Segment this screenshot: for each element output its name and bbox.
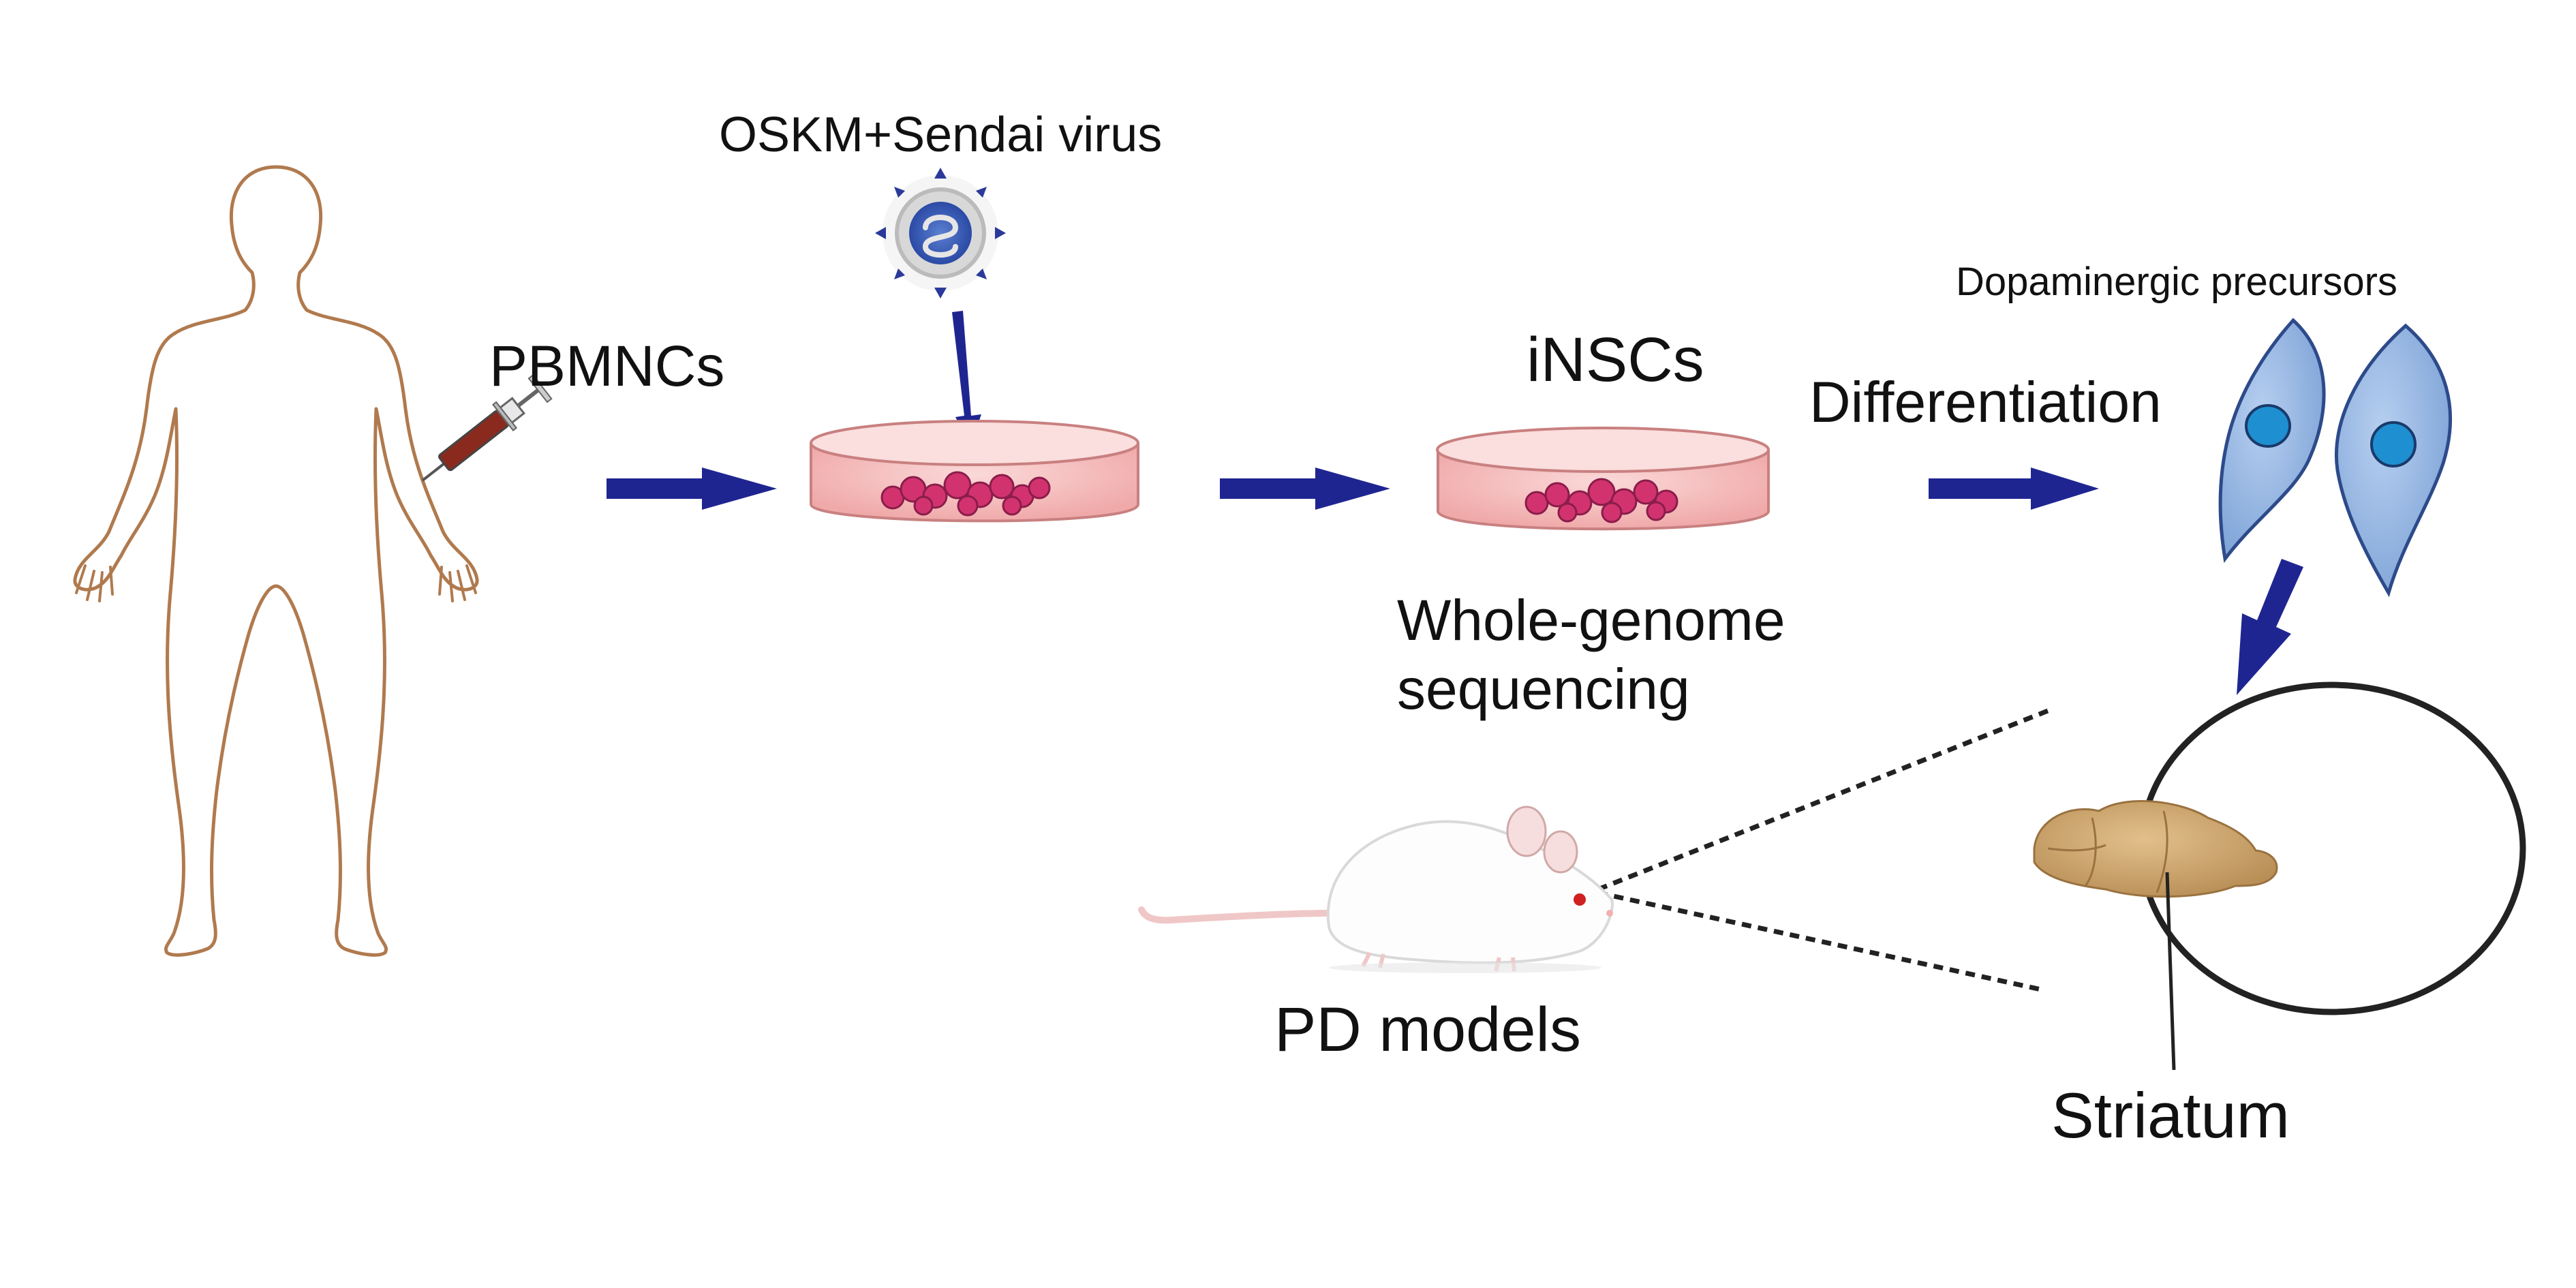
whole-genome-sequencing-label: Whole-genome sequencing <box>1397 588 1785 721</box>
pd-models-label: PD models <box>1274 995 1581 1064</box>
neuron-cell-icon <box>2218 318 2326 564</box>
human-figure-icon <box>73 165 479 957</box>
striatum-pointer-line <box>2165 872 2176 1071</box>
arrow-2 <box>1220 467 1390 510</box>
virus-label: OSKM+Sendai virus <box>719 108 1163 162</box>
neuron-cell-icon <box>2335 323 2452 598</box>
zoom-lines <box>1597 708 2049 992</box>
dopaminergic-precursors-label: Dopaminergic precursors <box>1956 260 2397 304</box>
petri-dish-icon <box>1436 427 1770 531</box>
differentiation-label: Differentiation <box>1809 370 2162 434</box>
striatum-label: Striatum <box>2051 1079 2290 1151</box>
brain-icon <box>2033 800 2278 898</box>
arrow-3 <box>1929 467 2099 510</box>
arrow-virus-down <box>952 311 981 446</box>
arrow-1 <box>607 467 777 510</box>
mouse-icon <box>1138 806 1614 973</box>
petri-dish-icon <box>810 420 1139 523</box>
arrow-4 <box>2237 559 2303 695</box>
arrows <box>607 311 2303 695</box>
inscs-label: iNSCs <box>1527 325 1704 395</box>
syringe-icon <box>421 373 553 482</box>
pbmncs-label: PBMNCs <box>489 334 725 398</box>
virus-icon <box>875 168 1006 298</box>
